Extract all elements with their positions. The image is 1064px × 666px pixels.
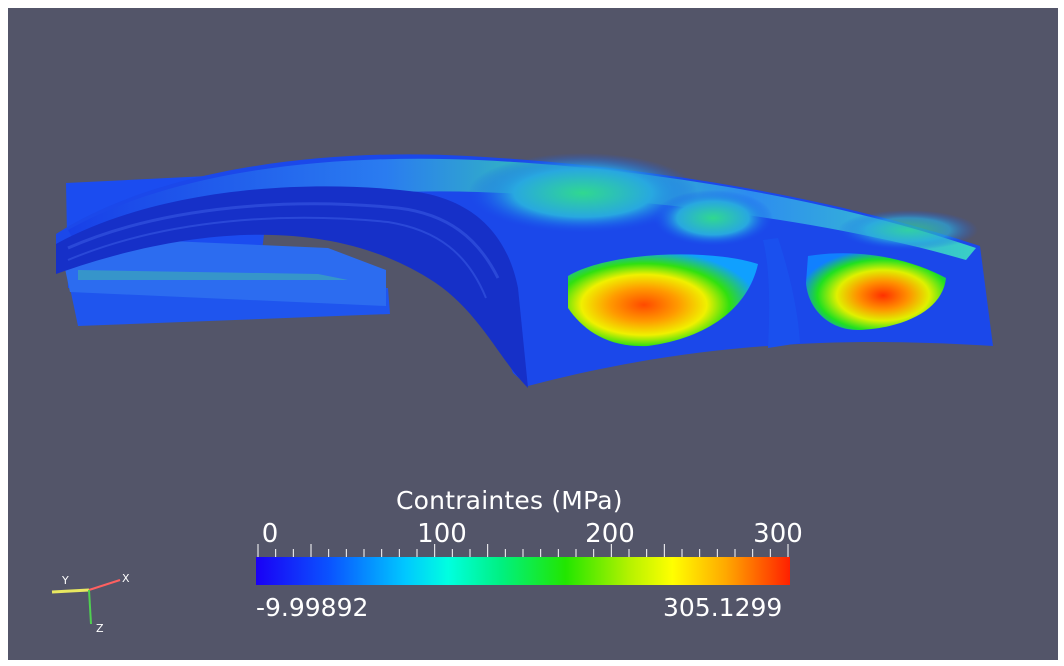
y-axis-line (51, 588, 90, 594)
scalar-bar-tick-label: 100 (417, 519, 467, 549)
orientation-axes: Y X Z (51, 572, 130, 635)
arch-body (56, 153, 993, 388)
openings (568, 238, 946, 348)
scalar-bar-tick-label: 200 (585, 519, 635, 549)
scalar-bar-tick-label: 0 (261, 519, 279, 549)
scalar-bar-max-label: 305.1299 (663, 593, 783, 622)
stress-model-render[interactable] (8, 8, 1058, 660)
scalar-bar-min-label: -9.99892 (256, 593, 369, 622)
x-axis-label: X (122, 572, 130, 585)
scalar-bar (256, 557, 790, 585)
scalar-bar-ticks (257, 544, 789, 557)
scalar-bar-title: Contraintes (MPa) (396, 486, 623, 515)
z-axis-line (88, 589, 92, 625)
render-view[interactable]: Contraintes (MPa) 0 100 200 300 -9.99892… (8, 8, 1058, 660)
z-axis-label: Z (96, 622, 104, 635)
scalar-bar-tick-label: 300 (753, 519, 803, 549)
y-axis-label: Y (61, 574, 69, 587)
x-axis-line (88, 579, 121, 591)
